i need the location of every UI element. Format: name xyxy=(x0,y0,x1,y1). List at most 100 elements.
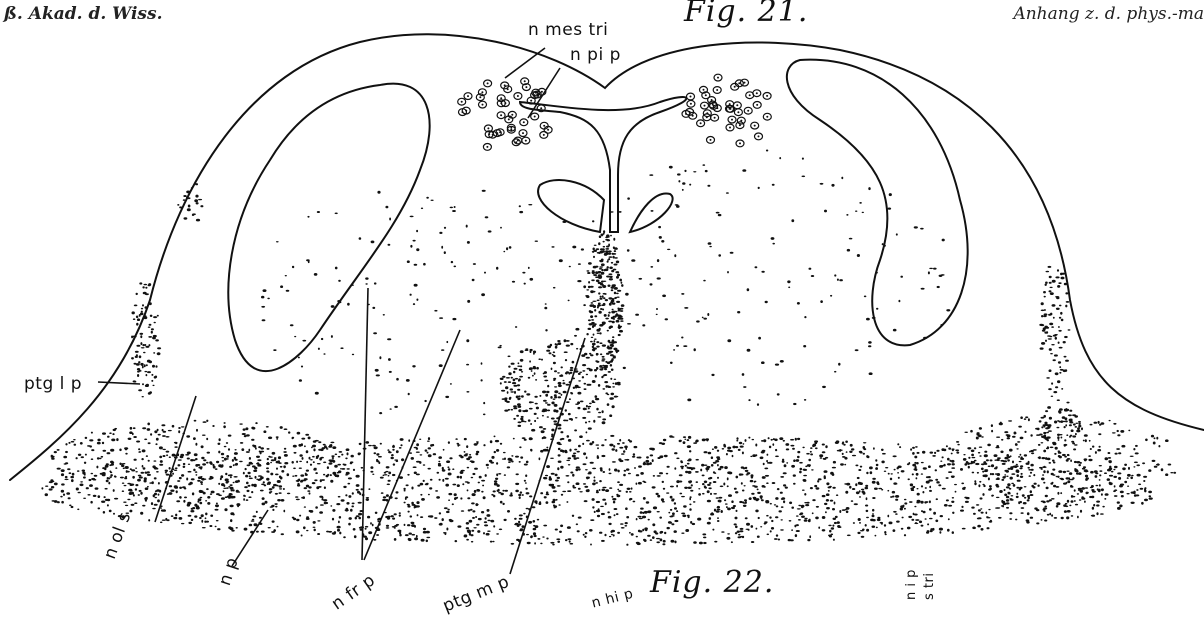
stipple-dot xyxy=(705,170,708,172)
stipple-dot xyxy=(158,482,160,485)
stipple-dot xyxy=(1143,480,1145,482)
stipple-dot xyxy=(612,336,614,338)
stipple-dot xyxy=(406,379,410,382)
stipple-dot xyxy=(578,517,582,519)
stipple-dot xyxy=(545,329,547,331)
stipple-dot xyxy=(727,485,729,487)
stipple-dot xyxy=(130,427,133,430)
stipple-dot xyxy=(162,449,166,450)
stipple-dot xyxy=(614,264,618,266)
stipple-dot xyxy=(216,461,219,463)
stipple-dot xyxy=(454,493,457,496)
stipple-dot xyxy=(1053,359,1056,361)
stipple-dot xyxy=(596,510,600,512)
stipple-dot xyxy=(676,510,678,512)
stipple-dot xyxy=(45,486,48,487)
left-ventricle-outline xyxy=(228,84,429,372)
stipple-dot xyxy=(1073,448,1076,450)
stipple-dot xyxy=(601,360,605,362)
stipple-dot xyxy=(242,433,246,435)
stipple-dot xyxy=(596,491,599,493)
stipple-dot xyxy=(674,502,676,504)
stipple-dot xyxy=(101,501,105,503)
stipple-dot xyxy=(501,493,504,495)
stipple-dot xyxy=(174,486,178,489)
stipple-dot xyxy=(887,490,889,492)
stipple-dot xyxy=(1135,445,1138,447)
stipple-dot xyxy=(1067,510,1071,513)
stipple-dot xyxy=(772,243,775,245)
stipple-dot xyxy=(1000,451,1003,454)
stipple-dot xyxy=(1060,312,1062,315)
stipple-dot xyxy=(558,504,560,506)
stipple-dot xyxy=(616,261,619,264)
stipple-dot xyxy=(1095,485,1098,487)
stipple-dot xyxy=(193,469,195,472)
stipple-dot xyxy=(338,521,340,524)
stipple-dot xyxy=(524,421,526,422)
stipple-dot xyxy=(367,516,370,519)
stipple-dot xyxy=(800,512,803,514)
stipple-dot xyxy=(511,543,515,545)
stipple-dot xyxy=(798,519,801,521)
stipple-dot xyxy=(981,528,984,531)
stipple-dot xyxy=(157,429,159,431)
stipple-dot xyxy=(609,444,613,447)
stipple-dot xyxy=(57,468,61,470)
stipple-dot xyxy=(235,449,237,450)
nucleus-cell xyxy=(736,122,744,129)
stipple-dot xyxy=(176,500,180,502)
stipple-dot xyxy=(805,466,808,468)
stipple-dot xyxy=(908,462,910,464)
stipple-dot xyxy=(465,481,469,482)
stipple-dot xyxy=(274,503,277,505)
stipple-dot xyxy=(599,235,601,238)
stipple-dot xyxy=(1056,486,1060,488)
stipple-dot xyxy=(423,480,425,482)
stipple-dot xyxy=(194,420,197,422)
stipple-dot xyxy=(939,531,941,534)
stipple-dot xyxy=(486,464,489,466)
stipple-dot xyxy=(601,281,604,283)
stipple-dot xyxy=(1055,337,1057,340)
stipple-dot xyxy=(416,452,420,453)
stipple-dot xyxy=(1069,421,1073,423)
stipple-dot xyxy=(772,443,774,446)
stipple-dot xyxy=(196,429,198,432)
stipple-dot xyxy=(981,468,984,471)
stipple-dot xyxy=(1075,504,1078,506)
stipple-dot xyxy=(236,527,238,529)
stipple-dot xyxy=(842,442,844,444)
stipple-dot xyxy=(483,496,486,499)
stipple-dot xyxy=(596,367,598,369)
stipple-dot xyxy=(872,526,876,528)
stipple-dot xyxy=(188,205,191,208)
stipple-dot xyxy=(600,506,604,507)
stipple-dot xyxy=(744,499,747,501)
stipple-dot xyxy=(1071,500,1074,503)
stipple-dot xyxy=(704,481,707,484)
stipple-dot xyxy=(160,460,163,463)
stipple-dot xyxy=(802,490,805,491)
stipple-dot xyxy=(332,460,335,463)
stipple-dot xyxy=(508,366,510,368)
stipple-dot xyxy=(569,449,571,452)
stipple-dot xyxy=(1151,435,1154,438)
stipple-dot xyxy=(504,519,507,521)
stipple-dot xyxy=(261,306,265,308)
stipple-dot xyxy=(1021,473,1023,475)
stipple-dot xyxy=(1131,502,1135,504)
stipple-dot xyxy=(80,484,84,487)
stipple-dot xyxy=(543,477,547,479)
stipple-dot xyxy=(169,456,171,458)
stipple-dot xyxy=(703,280,706,282)
stipple-dot xyxy=(519,369,523,371)
stipple-dot xyxy=(605,318,609,320)
stipple-dot xyxy=(608,285,611,287)
stipple-dot xyxy=(810,487,813,489)
stipple-dot xyxy=(657,259,659,262)
stipple-dot xyxy=(178,430,180,433)
stipple-dot xyxy=(921,525,924,527)
stipple-dot xyxy=(803,469,807,471)
stipple-dot xyxy=(296,461,298,463)
